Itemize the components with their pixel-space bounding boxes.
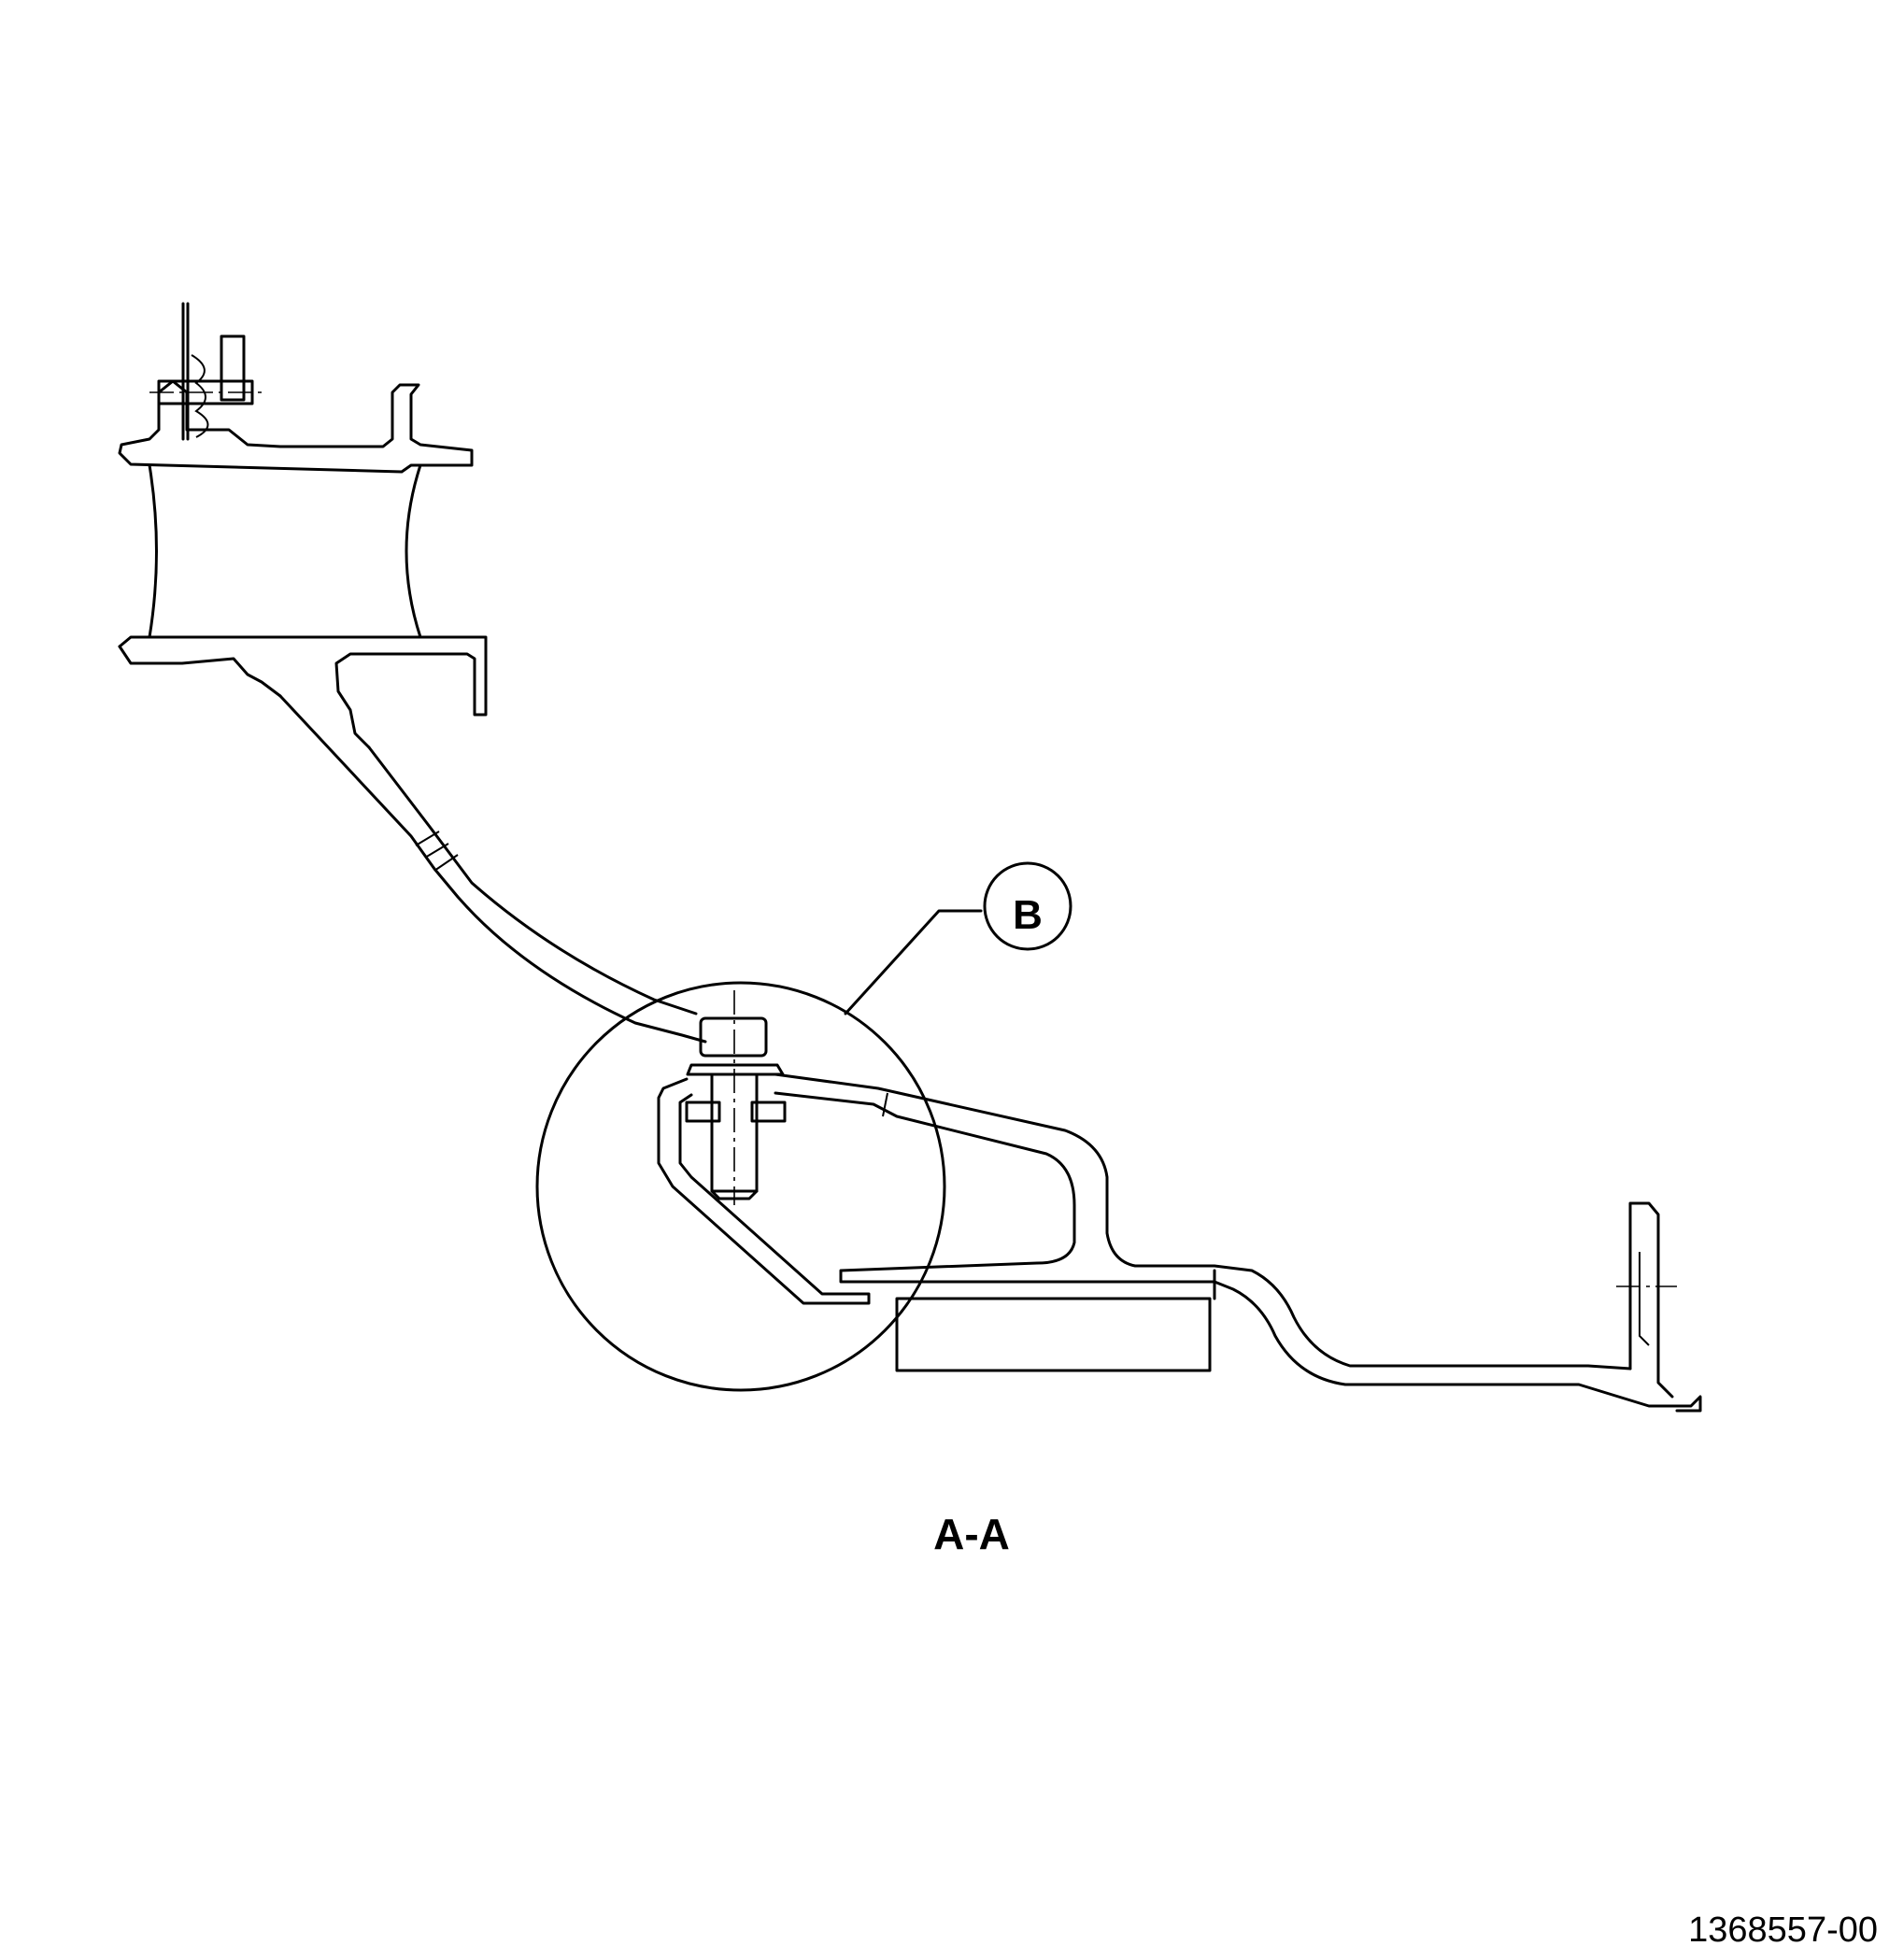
section-view-label: A-A: [933, 1510, 1010, 1558]
detail-b-callout: [535, 861, 1072, 1392]
figure-number: 1368557-00: [1688, 1910, 1878, 1950]
connecting-arm: [278, 694, 707, 1044]
upper-flange-assembly: [118, 302, 488, 749]
detail-callout-label: B: [1013, 892, 1043, 938]
lower-support-structure: [657, 1072, 1702, 1413]
bolt: [686, 990, 785, 1205]
